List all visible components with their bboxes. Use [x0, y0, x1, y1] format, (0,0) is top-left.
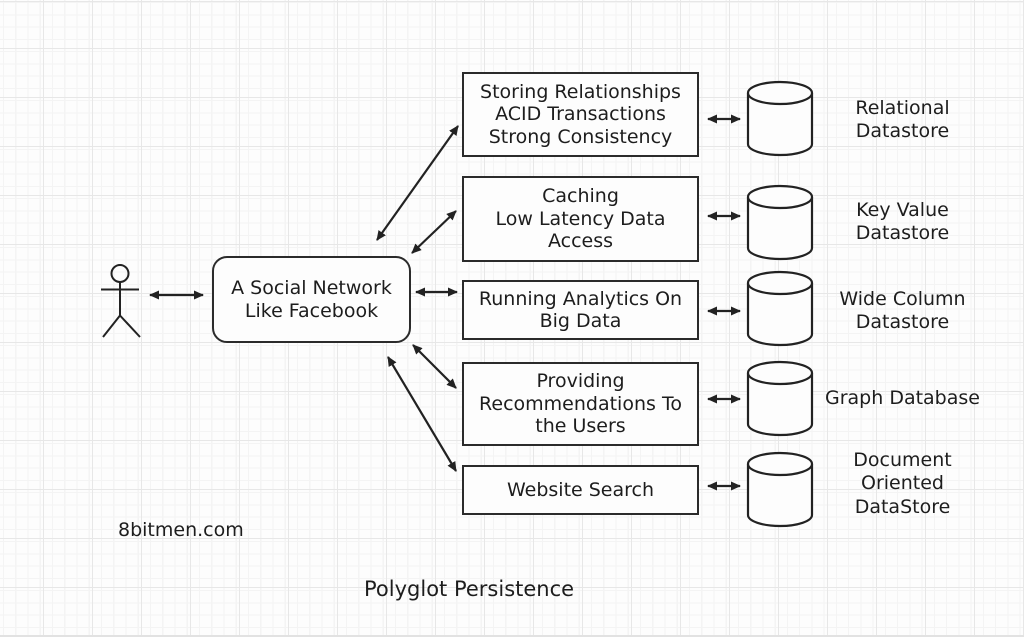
usecase-node-recommendations: Providing Recommendations To the Users	[462, 362, 699, 446]
datastore-label-graph: Graph Database	[825, 387, 980, 410]
arrow-app-usecase-2	[411, 210, 457, 254]
usecase-node-website-search: Website Search	[462, 465, 699, 515]
datastore-label-wide-column: Wide Column Datastore	[839, 287, 966, 333]
datastore-label-key-value: Key Value Datastore	[855, 198, 950, 244]
datastore-label-document: Document Oriented DataStore	[853, 449, 952, 518]
usecase-node-caching: Caching Low Latency Data Access	[462, 176, 699, 262]
database-cylinder-icon	[746, 270, 814, 347]
person-stick-figure-icon	[101, 264, 141, 338]
database-cylinder-icon	[746, 80, 814, 157]
database-cylinder-icon	[746, 184, 814, 261]
watermark: 8bitmen.com	[118, 519, 244, 541]
datastore-label-relational: Relational Datastore	[855, 96, 950, 142]
app-node: A Social Network Like Facebook	[212, 256, 411, 343]
arrow-app-usecase-5	[387, 356, 457, 472]
usecase-node-storing-relationships: Storing Relationships ACID Transactions …	[462, 72, 699, 157]
diagram-title: Polyglot Persistence	[364, 577, 575, 601]
usecase-node-analytics: Running Analytics On Big Data	[462, 280, 699, 340]
database-cylinder-icon	[746, 451, 814, 528]
database-cylinder-icon	[746, 360, 814, 437]
arrow-app-usecase-1	[376, 125, 459, 241]
arrow-app-usecase-4	[412, 344, 457, 389]
